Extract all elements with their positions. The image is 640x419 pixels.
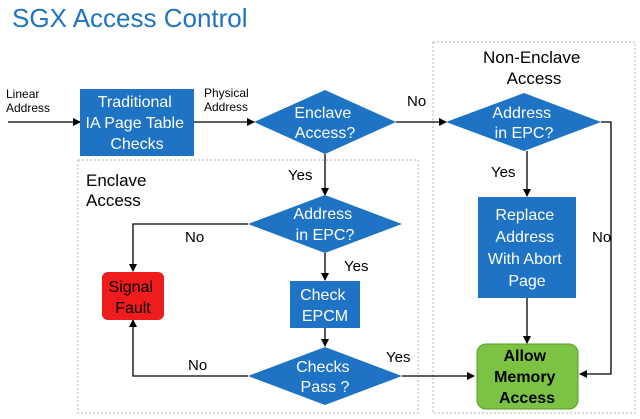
svg-text:Replace Address Wi: Replace Address With Abort Page bbox=[488, 207, 566, 290]
linear-address-label: Linear Address bbox=[6, 87, 50, 115]
edge-label-enclave-epc-no: No bbox=[185, 229, 204, 246]
edge-label-nonenclave-epc-no: No bbox=[592, 229, 611, 246]
svg-text:Signal Fault: Signal Fault bbox=[109, 279, 158, 317]
svg-text:Allow Memory Acces: Allow Memory Access bbox=[494, 348, 560, 407]
edge-checks-no bbox=[129, 319, 248, 377]
physical-address-label: Physical Address bbox=[204, 86, 252, 114]
signal-fault-box: Signal Fault bbox=[102, 272, 164, 320]
connectors bbox=[8, 118, 612, 380]
enclave-access-decision: Enclave Access? bbox=[254, 90, 396, 154]
enclave-access-group-title: Enclave Access bbox=[86, 171, 151, 210]
enclave-address-in-epc-decision: Address in EPC? bbox=[248, 195, 402, 253]
page-table-checks-box: Traditional IA Page Table Checks bbox=[80, 89, 194, 156]
edge-label-checks-yes: Yes bbox=[386, 349, 410, 366]
nonenclave-address-in-epc-decision: Address in EPC? bbox=[446, 93, 601, 151]
svg-text:Check EPCM: Check EPCM bbox=[300, 287, 350, 325]
non-enclave-access-group bbox=[432, 41, 636, 414]
non-enclave-access-group-title: Non-Enclave Access bbox=[483, 48, 585, 88]
allow-memory-access-box: Allow Memory Access bbox=[476, 343, 579, 410]
svg-text:Checks Pass ?: Checks Pass ? bbox=[296, 359, 354, 396]
check-epcm-box: Check EPCM bbox=[290, 281, 360, 328]
svg-text:Traditional IA Page Tabl: Traditional IA Page Table Checks bbox=[86, 94, 189, 153]
svg-text:Address in EPC?: Address in EPC? bbox=[492, 105, 555, 142]
edge-label-enclave-epc-yes: Yes bbox=[344, 258, 368, 275]
checks-pass-decision: Checks Pass ? bbox=[248, 347, 402, 405]
edge-label-checks-no: No bbox=[188, 357, 207, 374]
edge-label-enclave-access-yes: Yes bbox=[288, 167, 312, 184]
svg-text:Enclave Access?: Enclave Access? bbox=[294, 105, 355, 142]
svg-text:Address in EPC?: Address in EPC? bbox=[293, 206, 356, 244]
replace-address-box: Replace Address With Abort Page bbox=[478, 197, 576, 298]
edge-label-enclave-access-no: No bbox=[407, 93, 426, 110]
enclave-access-group bbox=[77, 159, 419, 414]
edge-label-nonenclave-epc-yes: Yes bbox=[491, 164, 515, 181]
edge-enclave-epc-no bbox=[129, 223, 248, 272]
edge-nonenclave-epc-no bbox=[579, 121, 612, 378]
diagram-title: SGX Access Control bbox=[12, 3, 248, 33]
